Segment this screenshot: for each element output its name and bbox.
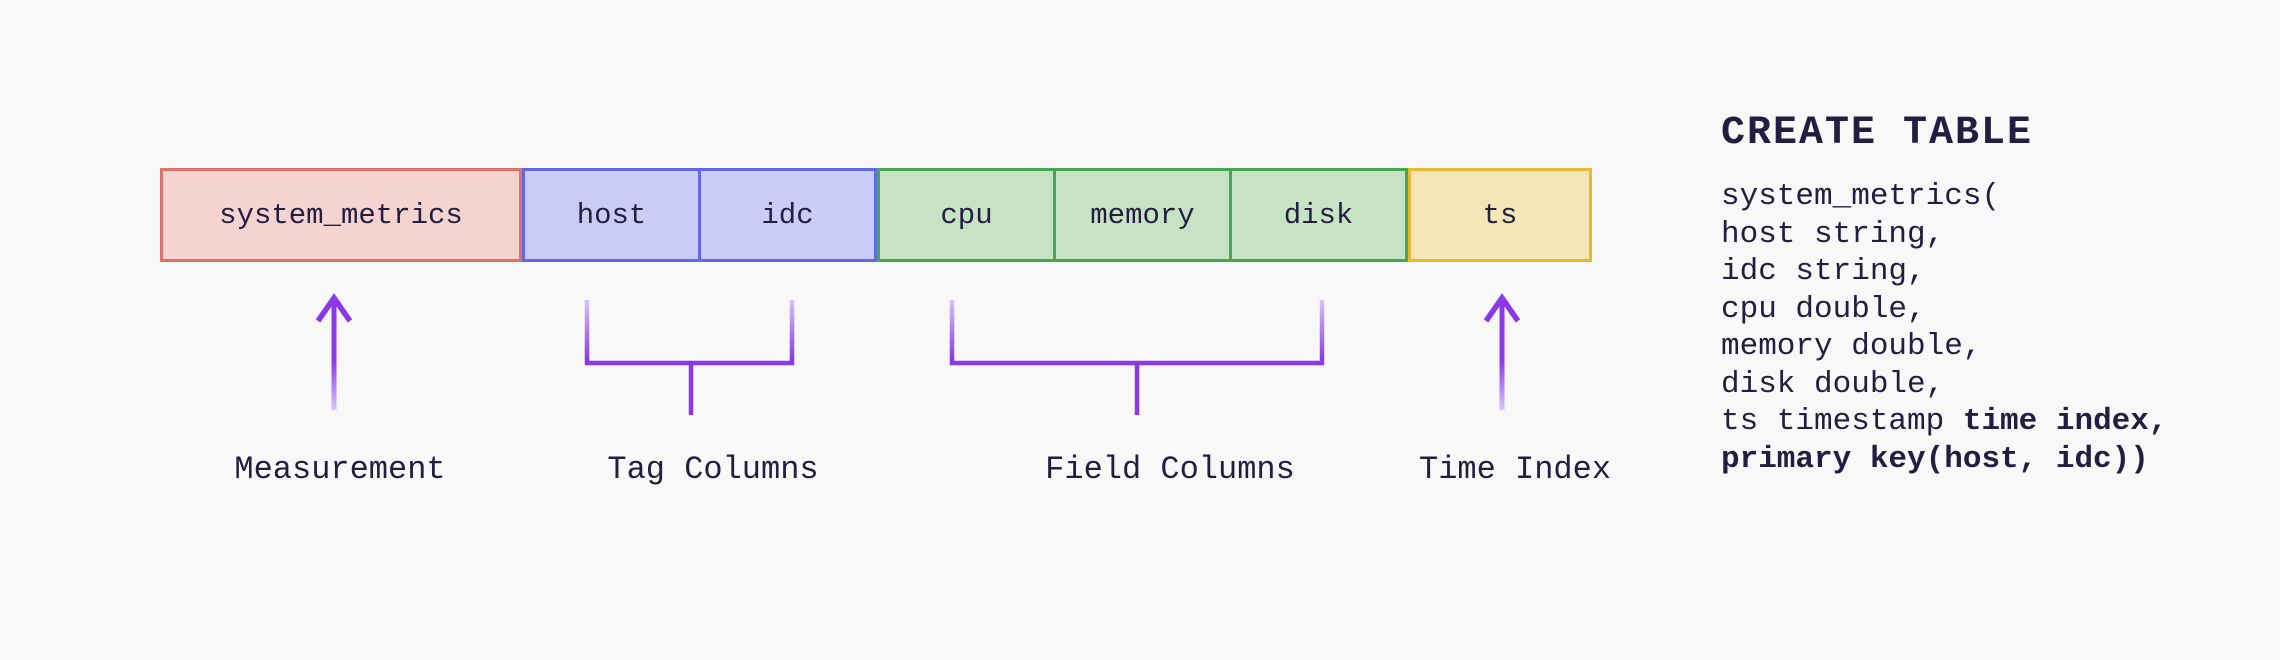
- sql-line: cpu double,: [1721, 291, 1926, 327]
- schema-box-label: system_metrics: [219, 198, 463, 232]
- sql-listing: CREATE TABLE system_metrics(host string,…: [1721, 112, 2167, 478]
- schema-box-disk: disk: [1229, 168, 1408, 262]
- time-index-arrow: [1483, 293, 1521, 410]
- label-time-index: Time Index: [1418, 451, 1612, 488]
- tag-columns-bracket: [584, 300, 795, 415]
- schema-box-ts: ts: [1408, 168, 1592, 262]
- label-field-columns: Field Columns: [1045, 451, 1295, 488]
- sql-body: system_metrics(host string,idc string,cp…: [1721, 178, 2167, 478]
- schema-box-label: idc: [761, 198, 814, 232]
- label-tag-columns: Tag Columns: [607, 451, 819, 488]
- sql-heading: CREATE TABLE: [1721, 111, 2034, 156]
- schema-box-memory: memory: [1053, 168, 1232, 262]
- schema-box-label: host: [576, 198, 647, 232]
- schema-box-label: ts: [1482, 198, 1518, 232]
- sql-line: primary key(host, idc)): [1721, 441, 2149, 477]
- label-measurement: Measurement: [234, 451, 446, 488]
- schema-box-system_metrics: system_metrics: [160, 168, 522, 262]
- sql-line: disk double,: [1721, 366, 1945, 402]
- field-columns-bracket: [949, 300, 1325, 415]
- sql-line: ts timestamp time index,: [1721, 404, 2168, 439]
- schema-box-label: cpu: [940, 198, 993, 232]
- schema-box-label: disk: [1283, 198, 1354, 232]
- sql-line: memory double,: [1721, 329, 1982, 364]
- schema-box-idc: idc: [698, 168, 877, 262]
- schema-bar: system_metrics host idc cpu memory disk ts: [160, 168, 1592, 262]
- schema-box-host: host: [522, 168, 701, 262]
- schema-box-label: memory: [1090, 198, 1195, 232]
- sql-line: idc string,: [1721, 254, 1926, 289]
- measurement-arrow: [315, 293, 353, 410]
- sql-line: host string,: [1721, 216, 1945, 252]
- schema-box-cpu: cpu: [877, 168, 1056, 262]
- sql-line: system_metrics(: [1721, 179, 2001, 214]
